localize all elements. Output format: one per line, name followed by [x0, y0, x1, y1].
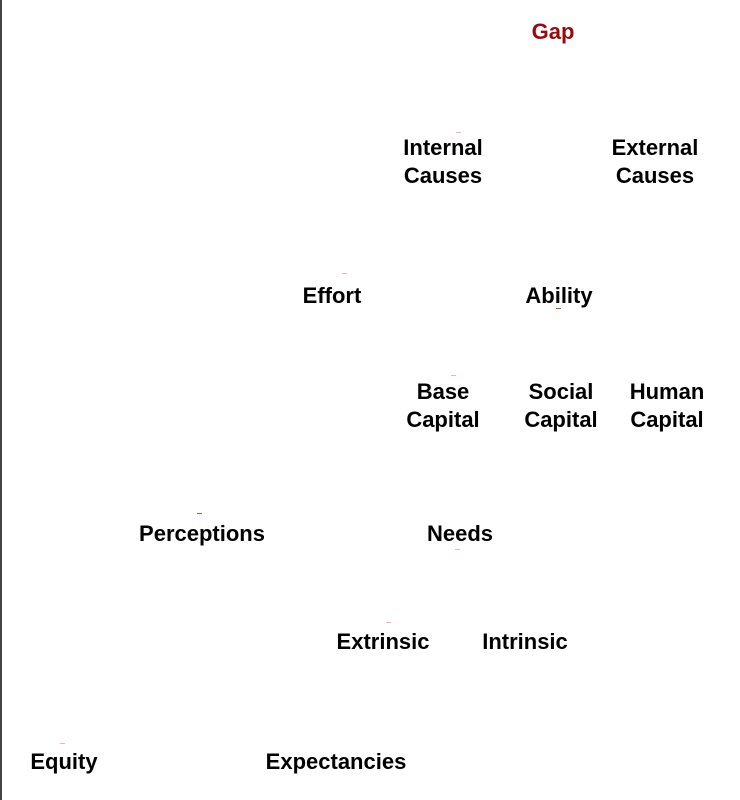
node-intrinsic: Intrinsic	[470, 628, 580, 656]
connector-stub	[386, 622, 391, 623]
node-internal-causes: Internal Causes	[386, 134, 500, 190]
node-gap: Gap	[512, 18, 594, 46]
node-needs: Needs	[416, 520, 504, 548]
node-base-capital-line-1: Base	[416, 379, 470, 404]
node-ability: Ability	[512, 282, 606, 310]
node-internal-causes-line-1: Internal	[403, 135, 483, 160]
node-equity: Equity	[18, 748, 110, 776]
node-ability-label: Ability	[525, 283, 593, 308]
node-effort: Effort	[290, 282, 374, 310]
connector-stub	[197, 513, 202, 514]
node-human-capital-line-2: Capital	[630, 407, 704, 432]
node-internal-causes-line-2: Causes	[403, 163, 483, 188]
connector-stub	[451, 375, 456, 376]
connector-stub	[455, 549, 460, 550]
node-expectancies: Expectancies	[250, 748, 422, 776]
node-external-causes-line-1: External	[611, 135, 699, 160]
connector-stub	[456, 132, 461, 133]
node-human-capital: Human Capital	[618, 378, 716, 434]
node-effort-label: Effort	[302, 283, 362, 308]
node-base-capital: Base Capital	[396, 378, 490, 434]
node-gap-label: Gap	[531, 19, 575, 44]
node-intrinsic-label: Intrinsic	[482, 629, 568, 654]
connector-stub	[556, 308, 561, 309]
node-expectancies-label: Expectancies	[265, 749, 407, 774]
node-base-capital-line-2: Capital	[406, 407, 480, 432]
connector-stub	[342, 273, 347, 274]
node-external-causes-line-2: Causes	[615, 163, 695, 188]
node-social-capital-line-1: Social	[528, 379, 594, 404]
node-human-capital-line-1: Human	[629, 379, 705, 404]
node-social-capital: Social Capital	[514, 378, 608, 434]
node-perceptions-label: Perceptions	[139, 521, 265, 546]
left-border-line	[0, 0, 2, 800]
node-social-capital-line-2: Capital	[524, 407, 598, 432]
node-extrinsic: Extrinsic	[322, 628, 444, 656]
connector-stub	[60, 743, 65, 744]
node-external-causes: External Causes	[594, 134, 716, 190]
node-perceptions: Perceptions	[124, 520, 280, 548]
node-equity-label: Equity	[30, 749, 98, 774]
node-extrinsic-label: Extrinsic	[336, 629, 430, 654]
node-needs-label: Needs	[426, 521, 494, 546]
